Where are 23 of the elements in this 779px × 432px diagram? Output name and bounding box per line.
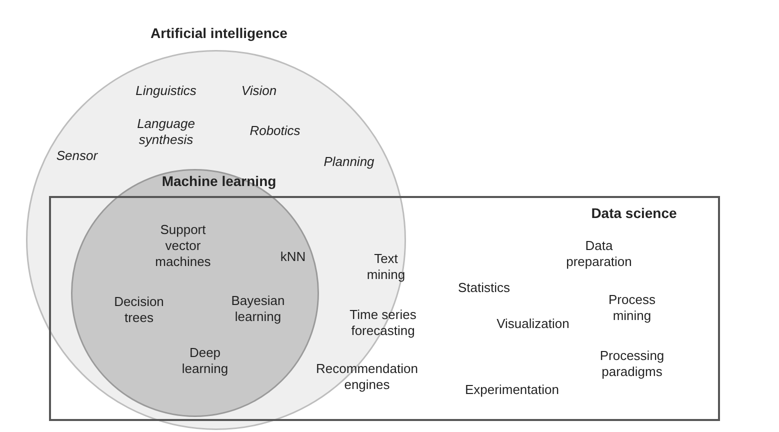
topic-label: Planning — [322, 154, 376, 170]
topic-label: Language synthesis — [136, 116, 196, 148]
set-title: Machine learning — [162, 173, 276, 189]
set-title: Artificial intelligence — [150, 25, 288, 41]
topic-label: Deep learning — [180, 345, 230, 377]
topic-label: Data preparation — [565, 238, 633, 270]
topic-label: Decision trees — [113, 294, 165, 326]
topic-label: kNN — [279, 249, 307, 265]
topic-label: Bayesian learning — [230, 293, 286, 325]
topic-label: Experimentation — [464, 382, 560, 398]
topic-label: Visualization — [496, 316, 570, 332]
topic-label: Vision — [240, 83, 278, 99]
topic-label: Statistics — [456, 280, 511, 296]
topic-label: Linguistics — [134, 83, 198, 99]
topic-label: Text mining — [366, 251, 406, 283]
topic-label: Support vector machines — [154, 222, 212, 270]
topic-label: Recommendation engines — [315, 361, 419, 393]
topic-label: Processing paradigms — [598, 348, 666, 380]
set-title: Data science — [591, 205, 677, 221]
topic-label: Time series forecasting — [348, 307, 418, 339]
topic-label: Process mining — [608, 292, 656, 324]
topic-label: Robotics — [248, 123, 302, 139]
topic-label: Sensor — [55, 148, 99, 164]
